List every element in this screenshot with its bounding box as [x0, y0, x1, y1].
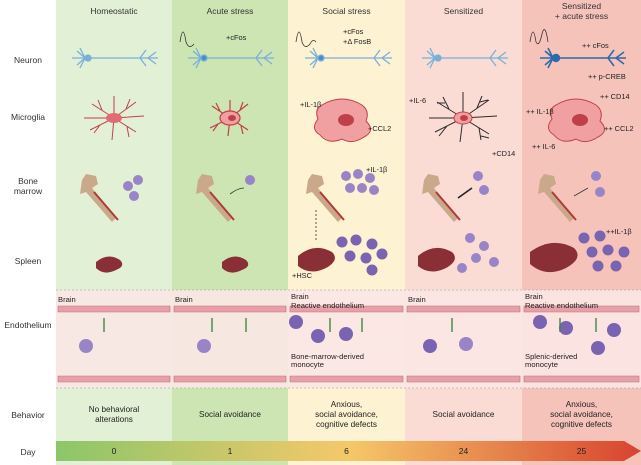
note-acute-cfos: +cFos [226, 33, 247, 42]
endo-brain-4: Brain [525, 292, 543, 301]
day-6: 6 [344, 446, 349, 456]
endo-bm-monocyte: Bone-marrow-derived monocyte [291, 352, 365, 369]
row-label-bone-marrow: Bone marrow [13, 176, 43, 196]
note-sa-spleen-il1b: ++IL-1β [606, 227, 632, 236]
row-label-day: Day [20, 447, 36, 457]
neuron-homeostatic [72, 47, 158, 69]
behavior-homeostatic: No behavioral alterations [88, 405, 140, 424]
header-sensitized: Sensitized [443, 6, 484, 16]
note-sa-il1b: ++ IL-1β [526, 107, 554, 116]
row-label-endothelium: Endothelium [4, 320, 52, 330]
endo-reactive-2: Reactive endothelium [291, 301, 365, 310]
neuron-sensitized-acute [529, 29, 626, 69]
header-social-stress: Social stress [322, 6, 371, 16]
neuron-social [295, 31, 392, 69]
behavior-acute: Social avoidance [199, 410, 261, 419]
header-acute-stress: Acute stress [206, 6, 254, 16]
bone-marrow-homeostatic [80, 174, 143, 222]
note-social-cfos: +cFos [343, 27, 364, 36]
bone-marrow-social [306, 169, 379, 240]
neuron-acute [179, 31, 274, 69]
header-homeostatic: Homeostatic [90, 6, 138, 16]
bone-marrow-sensitized-acute [538, 171, 605, 222]
endo-reactive-4: Reactive endothelium [525, 301, 599, 310]
note-sa-cfos: ++ cFos [582, 41, 609, 50]
spleen-sensitized [418, 233, 499, 273]
endo-splenic-monocyte: Splenic-derived monocyte [525, 352, 578, 369]
behavior-sensitized-acute: Anxious, social avoidance, cognitive def… [550, 400, 613, 429]
note-sens-il6: +IL-6 [409, 96, 427, 105]
note-sa-pcreb: ++ p-CREB [588, 72, 626, 81]
day-0: 0 [111, 446, 117, 456]
spleen-sensitized-acute [530, 230, 630, 273]
neuron-sensitized [422, 47, 508, 69]
note-sens-cd14: +CD14 [492, 149, 516, 158]
endo-brain-2: Brain [291, 292, 309, 301]
row-label-spleen: Spleen [14, 256, 42, 266]
row-label-neuron: Neuron [14, 55, 42, 65]
bone-marrow-sensitized [422, 171, 489, 222]
bone-marrow-acute [196, 174, 255, 222]
microglia-homeostatic [84, 96, 145, 141]
day-bar [56, 441, 641, 461]
note-social-il1b: +IL-1β [300, 100, 322, 109]
row-label-behavior: Behavior [11, 410, 45, 420]
header-sensitized-acute: Sensitized + acute stress [554, 1, 609, 21]
note-social-ccl2: +CCL2 [368, 124, 392, 133]
day-24: 24 [458, 446, 469, 456]
note-sa-ccl2: ++ CCL2 [604, 124, 634, 133]
spleen-acute [222, 256, 249, 273]
microglia-sensitized [429, 92, 498, 143]
row-label-microglia: Microglia [10, 112, 45, 122]
endo-brain-1: Brain [175, 295, 193, 304]
day-25: 25 [576, 446, 587, 456]
endo-brain-3: Brain [408, 295, 426, 304]
microglia-acute [209, 100, 249, 137]
note-sa-cd14: ++ CD14 [600, 92, 630, 101]
behavior-sensitized: Social avoidance [432, 410, 495, 419]
spleen-homeostatic [96, 256, 123, 273]
note-sa-il6: ++ IL-6 [532, 142, 556, 151]
day-1: 1 [227, 446, 233, 456]
endothelium-markers [103, 318, 597, 332]
endothelium-monocytes [79, 315, 621, 355]
spleen-social [298, 234, 388, 276]
note-social-bm-il1b: +IL-1β [366, 165, 388, 174]
endo-brain-0: Brain [58, 295, 76, 304]
note-social-hsc: +HSC [292, 271, 312, 280]
behavior-social: Anxious, social avoidance, cognitive def… [315, 400, 378, 429]
microglia-sensitized-acute [548, 98, 605, 143]
note-social-fosb: +Δ FosB [343, 37, 372, 46]
microglia-social [314, 98, 371, 143]
endothelium-cells [57, 305, 640, 383]
